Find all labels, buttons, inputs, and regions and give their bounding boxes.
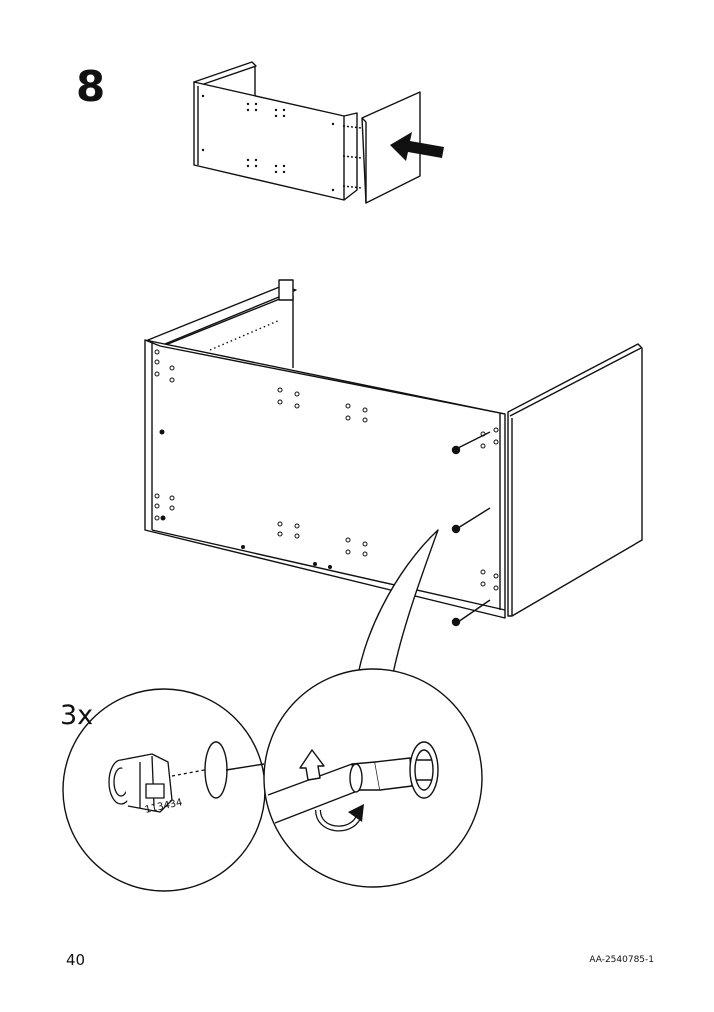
callout-pointer <box>355 529 439 691</box>
screw-cam-fittings <box>451 431 491 627</box>
rotate-clockwise-arrow-icon <box>315 804 364 832</box>
quantity-label: 3x <box>60 700 94 731</box>
push-direction-arrow-icon <box>299 749 325 781</box>
overview-cabinet-icon <box>193 61 444 204</box>
document-code: AA-2540785-1 <box>589 955 654 965</box>
detail-circle-left <box>62 688 266 892</box>
step-number: 8 <box>76 62 106 111</box>
page-number: 40 <box>66 951 86 969</box>
screwdriver-icon <box>267 757 413 824</box>
cam-lock-fitting-icon <box>108 753 216 813</box>
main-cabinet-drawing <box>144 279 643 627</box>
detail-circle-right <box>263 668 483 888</box>
